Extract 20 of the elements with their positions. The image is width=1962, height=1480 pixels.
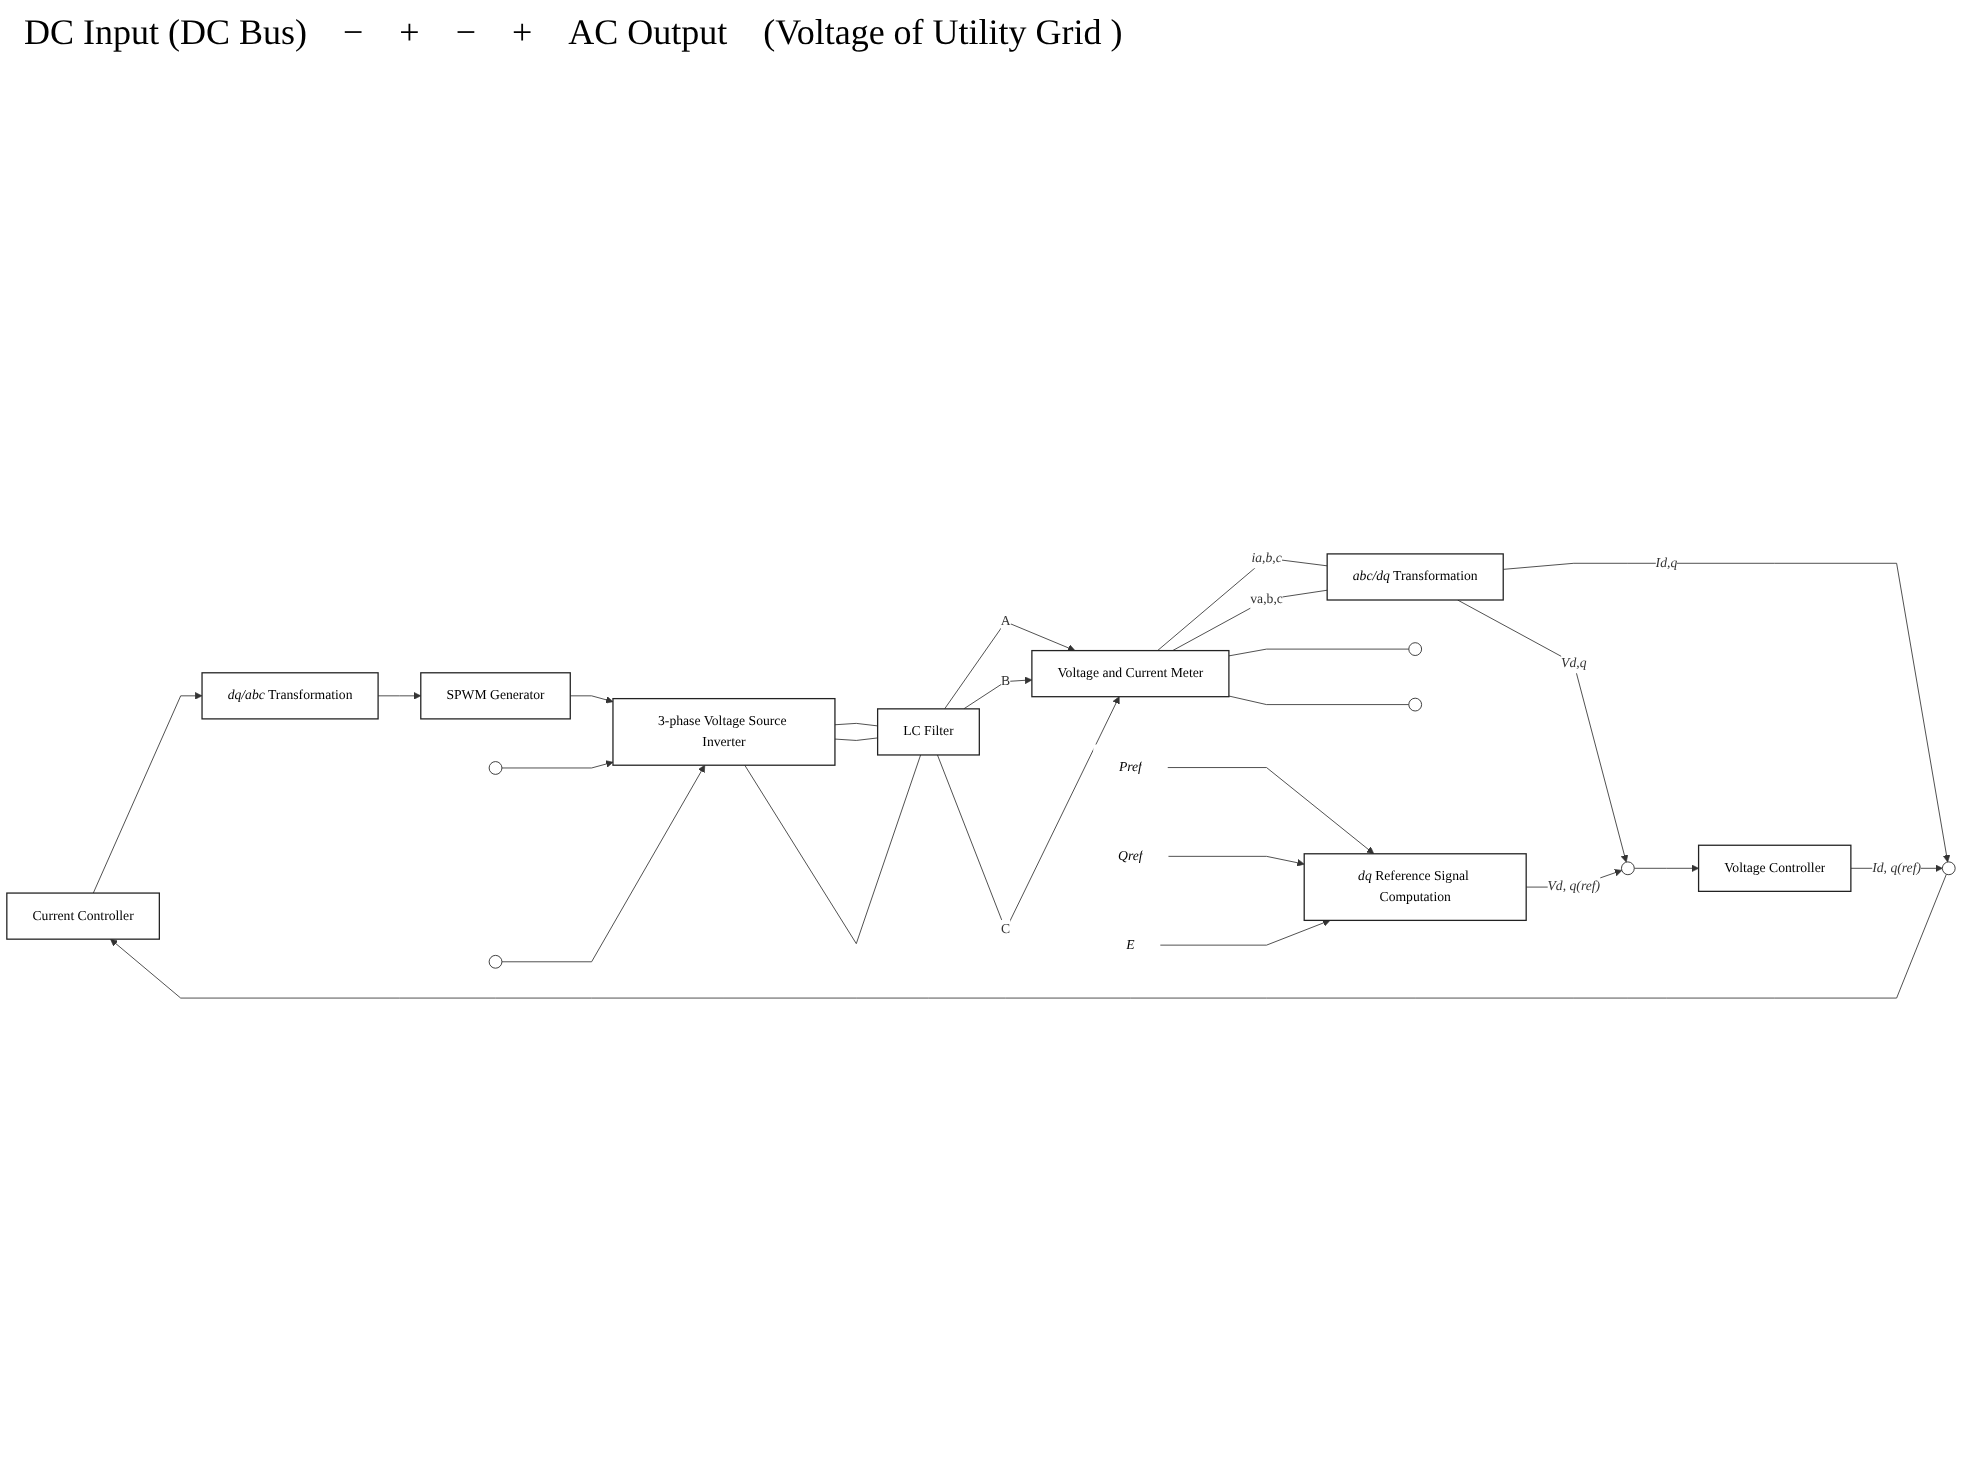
diagram-label: + [511, 12, 533, 54]
connector [1228, 695, 1410, 705]
node-circle [1941, 861, 1956, 876]
diagram-label: AC Output [568, 12, 728, 54]
connector [1228, 648, 1410, 657]
diagram-label: − [343, 12, 364, 54]
node-circle [1408, 642, 1422, 656]
connector [1157, 557, 1328, 651]
diagram-label: + [399, 12, 420, 54]
connector [834, 737, 879, 741]
node-circle [1408, 697, 1422, 712]
node-circle [488, 954, 503, 969]
connector [834, 722, 879, 727]
node-circle [1621, 861, 1635, 876]
connector [1172, 589, 1328, 651]
diagram-label: − [455, 12, 476, 54]
node-circle [488, 761, 503, 775]
diagram-label: (Voltage of Utility Grid ) [763, 12, 1123, 54]
connector [744, 754, 922, 945]
diagram-label: DC Input (DC Bus) [24, 12, 308, 54]
